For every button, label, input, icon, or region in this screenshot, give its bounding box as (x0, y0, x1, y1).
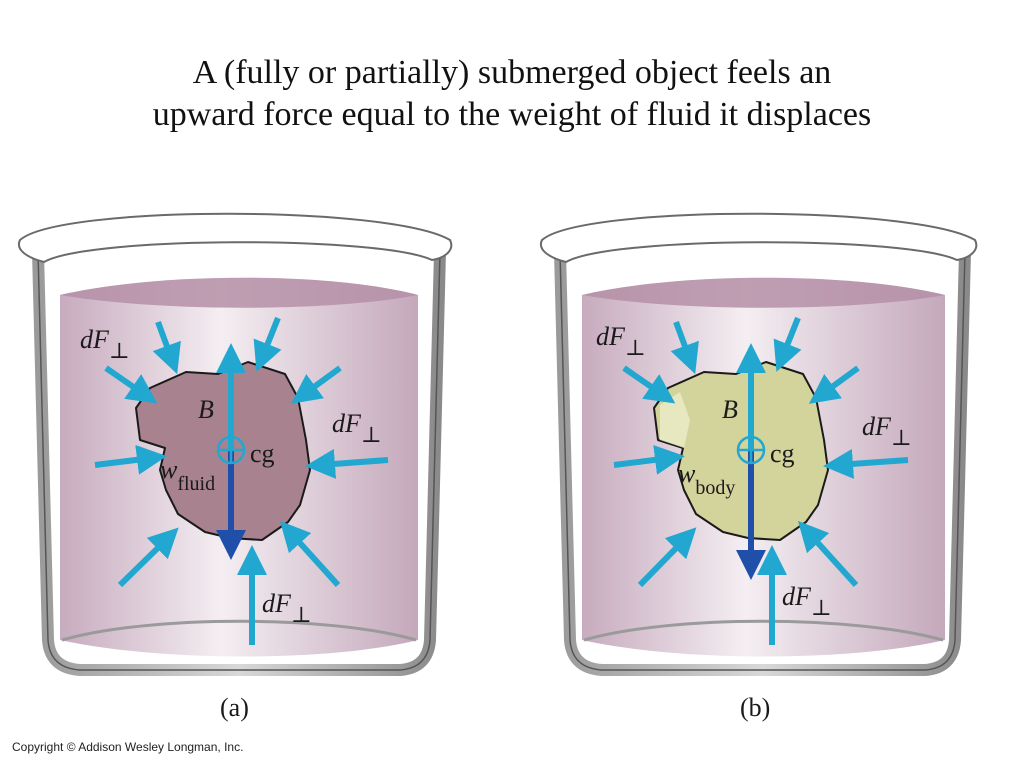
title-line-2: upward force equal to the weight of flui… (152, 96, 872, 133)
force-arrow (773, 316, 802, 372)
force-arrow (670, 320, 699, 375)
force-arrow (117, 527, 179, 588)
force-arrow (104, 365, 158, 404)
fluid-surface-a (60, 277, 418, 308)
beaker-bottom-b (583, 619, 944, 642)
weight-label-a: wfluid (160, 455, 215, 495)
cg-label-b: cg (770, 439, 795, 468)
force-arrow (305, 448, 389, 479)
force-arrow (808, 365, 860, 404)
force-arrow (279, 520, 341, 588)
force-label-b-right: dF⊥ (862, 412, 912, 450)
beaker-bottom-a (61, 619, 417, 642)
copyright-notice: Copyright © Addison Wesley Longman, Inc. (12, 740, 244, 754)
force-arrow (290, 365, 342, 404)
buoyancy-label-a: B (198, 395, 214, 424)
force-arrow (94, 444, 167, 475)
cg-label-a: cg (250, 439, 275, 468)
center-of-gravity-marker-a (216, 435, 246, 465)
pressure-force-arrows-b (613, 316, 909, 645)
pressure-force-arrows-a (94, 316, 389, 645)
title-line-1: A (fully or partially) submerged object … (192, 54, 832, 91)
object-highlight-b (660, 392, 690, 448)
panel-caption-a: (a) (220, 693, 249, 722)
center-of-gravity-marker-b (736, 435, 766, 465)
force-arrow (823, 448, 909, 479)
force-label-b-bottom: dF⊥ (782, 582, 832, 620)
force-arrow (613, 444, 685, 475)
panel-caption-b: (b) (740, 693, 770, 722)
force-label-b-top: dF⊥ (596, 322, 646, 360)
force-arrow (253, 316, 282, 372)
force-arrow (622, 365, 676, 404)
beaker-rim-a (17, 212, 453, 264)
force-arrow (637, 527, 697, 588)
force-arrow (797, 520, 859, 588)
buoyancy-label-b: B (722, 395, 738, 424)
force-label-a-top: dF⊥ (80, 325, 130, 363)
beaker-rim-b (539, 212, 978, 264)
force-label-a-right: dF⊥ (332, 409, 382, 447)
force-label-a-bottom: dF⊥ (262, 589, 312, 627)
weight-label-b: wbody (678, 459, 735, 499)
force-arrow (152, 320, 181, 375)
slide-title: A (fully or partially) submerged object … (0, 52, 1024, 136)
fluid-surface-b (582, 277, 945, 308)
